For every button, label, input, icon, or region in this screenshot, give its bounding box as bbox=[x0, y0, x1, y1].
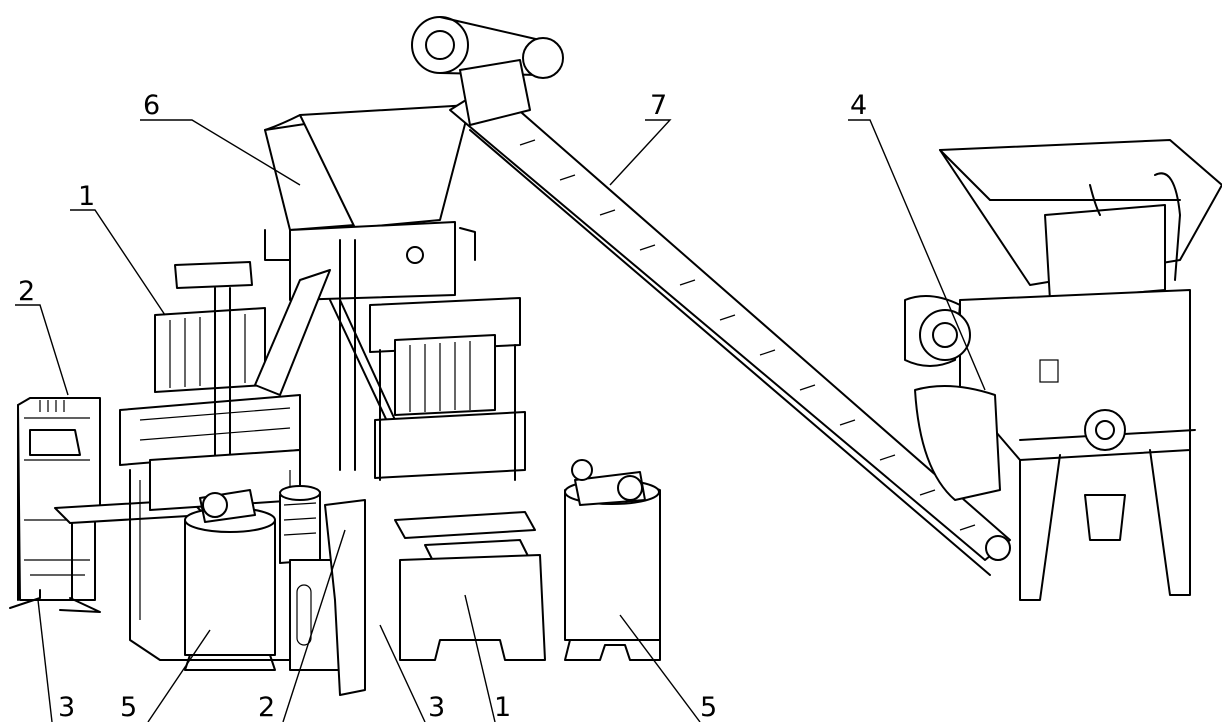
callout-4: 4 bbox=[850, 90, 867, 121]
callout-2-bottom: 2 bbox=[258, 692, 275, 722]
callout-6: 6 bbox=[143, 90, 160, 121]
center-motor bbox=[279, 485, 366, 696]
callout-3-left: 3 bbox=[58, 692, 75, 722]
left-hydraulic-tank bbox=[184, 489, 276, 671]
callout-7: 7 bbox=[650, 90, 667, 121]
mixer bbox=[904, 139, 1222, 601]
leader-lines bbox=[15, 119, 986, 722]
central-hopper bbox=[264, 104, 476, 301]
left-control-cabinet bbox=[9, 397, 101, 613]
callout-labels: 1 1 2 2 3 3 4 5 5 6 7 bbox=[18, 90, 867, 722]
callout-1-left: 1 bbox=[78, 181, 95, 212]
right-press-frame bbox=[369, 297, 546, 661]
callout-2-left: 2 bbox=[18, 276, 35, 307]
bucket-elevator bbox=[411, 16, 1011, 576]
callout-5-left: 5 bbox=[120, 692, 137, 722]
right-hydraulic-tank bbox=[564, 459, 661, 661]
callout-3-center: 3 bbox=[428, 692, 445, 722]
callout-1-bottom: 1 bbox=[494, 692, 511, 722]
callout-5-right: 5 bbox=[700, 692, 717, 722]
